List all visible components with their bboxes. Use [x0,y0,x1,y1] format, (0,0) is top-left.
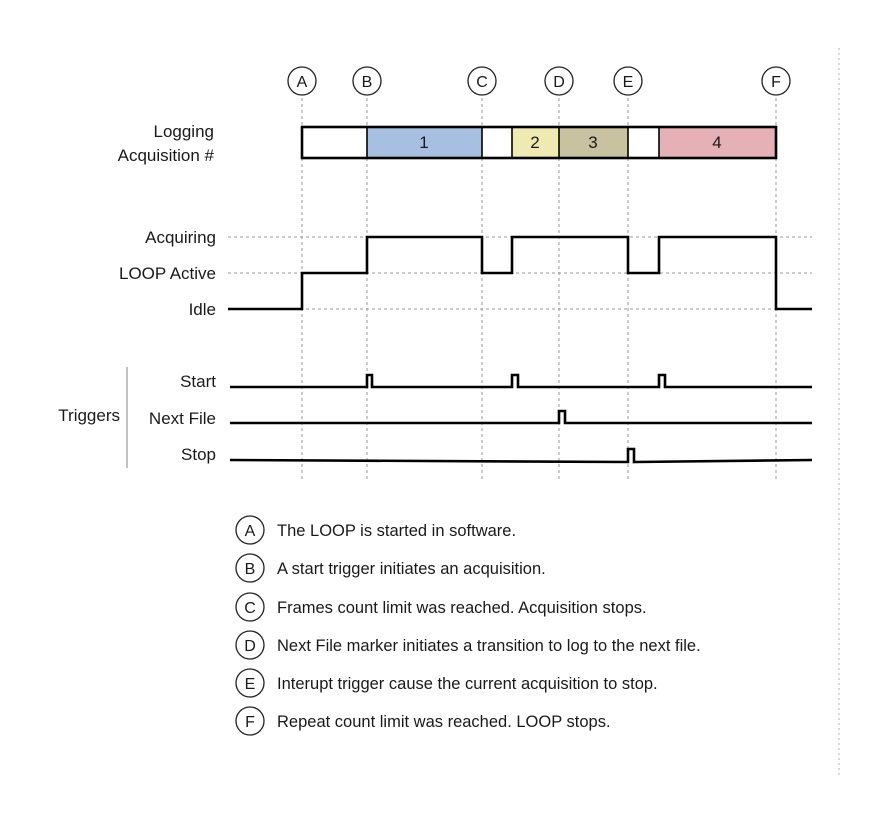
legend-item-f: F Repeat count limit was reached. LOOP s… [235,706,611,736]
legend-b-letter: B [245,561,256,578]
idle-label: Idle [189,300,216,319]
legend-f-letter: F [245,714,255,731]
acquiring-label: Acquiring [145,228,216,247]
legend-e-circle [235,668,265,698]
acquisition-label-2: 2 [530,133,539,152]
marker-d-circle [544,66,574,96]
legend-e-text: Interupt trigger cause the current acqui… [277,675,658,693]
legend-d-letter: D [244,638,256,655]
acquisition-segment-3 [559,127,628,158]
next-file-trigger-label: Next File [149,409,216,428]
legend-e-letter: E [245,676,256,693]
legend-item-b: B A start trigger initiates an acquisiti… [235,553,546,583]
acquisition-segment-2 [512,127,559,158]
acquisition-segment-4 [659,127,776,158]
acquisition-label-1: 1 [419,133,428,152]
legend-d-text: Next File marker initiates a transition … [277,637,701,655]
legend-a-letter: A [245,523,256,540]
marker-e: E [613,66,643,96]
marker-b: B [352,66,382,96]
acquisition-segment-idle-2 [482,127,512,158]
legend-a-circle [235,515,265,545]
marker-a-circle [287,66,317,96]
legend-f-circle [235,706,265,736]
marker-c: C [467,66,497,96]
marker-c-circle [467,66,497,96]
legend: A The LOOP is started in software. B A s… [235,515,701,736]
segment-dividers [366,127,660,158]
legend-c-circle [235,592,265,622]
next-file-trigger-waveform [230,409,812,425]
marker-e-letter: E [623,74,634,91]
marker-c-letter: C [476,74,488,91]
acquisition-segment-idle-1 [302,127,367,158]
acquisition-label-3: 3 [588,133,597,152]
marker-e-circle [613,66,643,96]
legend-d-circle [235,630,265,660]
legend-item-a: A The LOOP is started in software. [235,515,516,545]
acquisition-bar: 1 2 3 4 [300,125,778,160]
stop-trigger-label: Stop [181,445,216,464]
marker-d-letter: D [553,74,565,91]
legend-a-text: The LOOP is started in software. [277,522,516,540]
acquisition-bar-outline [300,125,778,160]
start-trigger-label: Start [180,372,216,391]
marker-d: D [544,66,574,96]
start-trigger-waveform [230,373,812,389]
legend-f-text: Repeat count limit was reached. LOOP sto… [277,713,611,731]
legend-c-text: Frames count limit was reached. Acquisit… [277,599,647,617]
stop-trigger-waveform [229,447,813,464]
legend-item-d: D Next File marker initiates a transitio… [235,630,701,660]
marker-row: A B C D E F [287,66,791,96]
legend-b-text: A start trigger initiates an acquisition… [277,560,546,578]
acquisition-label-4: 4 [712,133,721,152]
marker-b-circle [352,66,382,96]
acquisition-segment-1 [367,127,482,158]
acquisition-number-label: Acquisition # [118,146,215,165]
marker-b-letter: B [362,74,373,91]
marker-f-circle [761,66,791,96]
acquisition-segment-idle-3 [628,127,659,158]
marker-f: F [761,66,791,96]
legend-item-c: C Frames count limit was reached. Acquis… [235,592,647,622]
marker-a: A [287,66,317,96]
marker-a-letter: A [297,74,308,91]
loop-active-label: LOOP Active [119,264,216,283]
triggers-label: Triggers [58,406,120,425]
marker-f-letter: F [771,74,781,91]
legend-b-circle [235,553,265,583]
logging-label: Logging [153,122,214,141]
legend-c-letter: C [244,600,256,617]
state-waveform [228,235,812,311]
legend-item-e: E Interupt trigger cause the current acq… [235,668,658,698]
